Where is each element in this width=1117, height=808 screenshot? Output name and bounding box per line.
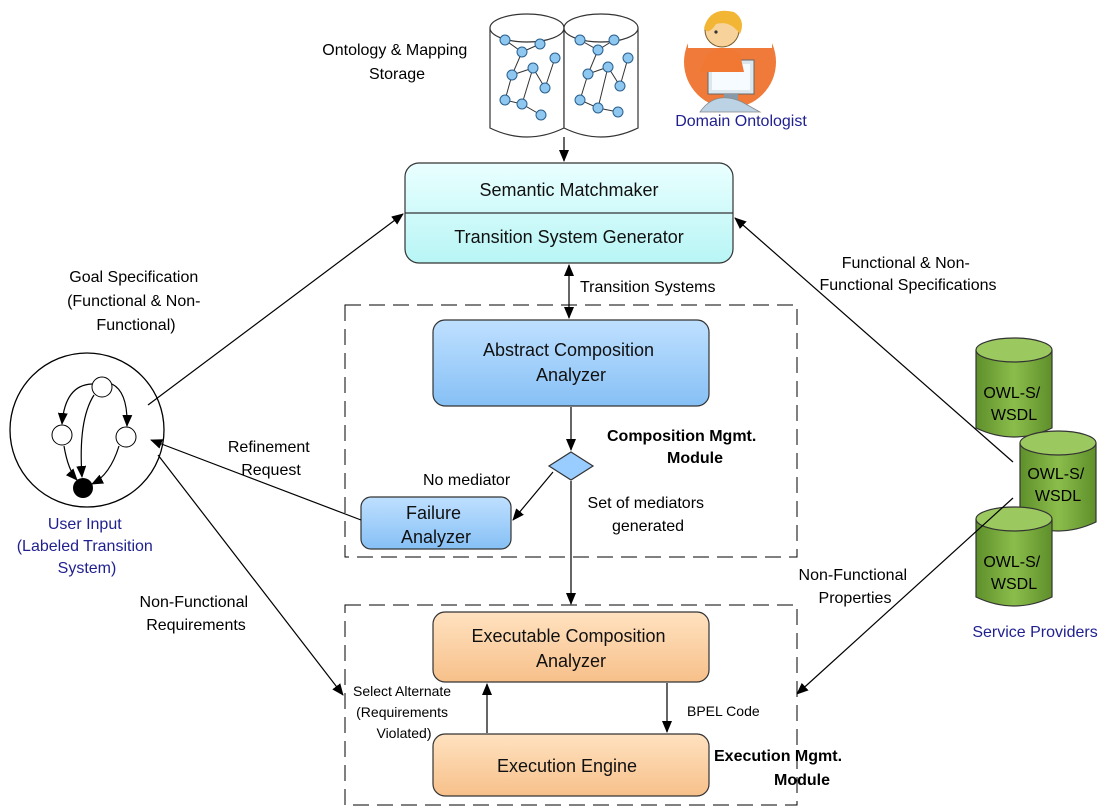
execution-module-frame <box>344 604 798 806</box>
abstract-analyzer-label: Abstract Composition Analyzer <box>483 340 659 385</box>
service-database-2-icon: OWL-S/ WSDL <box>1019 430 1097 532</box>
user-input-label: User Input (Labeled Transition System) <box>17 516 158 577</box>
non-functional-requirements-label: Non-Functional Requirements <box>140 594 253 634</box>
connector-arrows <box>147 137 1014 733</box>
no-mediator-label: No mediator <box>423 472 511 489</box>
non-functional-properties-label: Non-Functional Properties <box>799 567 912 607</box>
service-database-1-icon: OWL-S/ WSDL <box>975 337 1053 438</box>
transition-generator-label: Transition System Generator <box>454 227 683 247</box>
ontology-storage-icon <box>489 13 639 138</box>
select-alternate-label: Select Alternate (Requirements Violated) <box>353 683 455 741</box>
semantic-matchmaker-box: Semantic Matchmaker Transition System Ge… <box>404 162 734 264</box>
domain-ontologist-label: Domain Ontologist <box>675 113 807 130</box>
domain-ontologist-icon <box>684 8 776 113</box>
svg-text:OWL-S/ WSDL: OWL-S/ WSDL <box>1027 466 1088 505</box>
refinement-request-label: Refinement Request <box>228 439 314 479</box>
functional-specs-label: Functional & Non- Functional Specificati… <box>820 255 997 294</box>
abstract-composition-analyzer-box: Abstract Composition Analyzer <box>432 319 710 407</box>
set-of-mediators-label: Set of mediators generated <box>588 495 709 535</box>
execution-module-label: Execution Mgmt. Module <box>714 748 846 789</box>
user-input-lts-icon <box>9 352 165 508</box>
composition-module-label: Composition Mgmt. Module <box>607 428 761 467</box>
ontology-storage-label: Ontology & Mapping Storage <box>322 42 471 83</box>
transition-systems-label: Transition Systems <box>580 279 715 296</box>
failure-analyzer-label: Failure Analyzer <box>401 503 471 547</box>
failure-analyzer-box: Failure Analyzer <box>360 496 512 550</box>
service-database-3-icon: OWL-S/ WSDL <box>975 506 1053 607</box>
goal-specification-label: Goal Specification (Functional & Non- Fu… <box>67 269 205 334</box>
svg-text:OWL-S/ WSDL: OWL-S/ WSDL <box>983 385 1044 424</box>
execution-engine-label: Execution Engine <box>497 756 637 776</box>
semantic-matchmaker-label: Semantic Matchmaker <box>479 180 658 200</box>
service-providers-label: Service Providers <box>972 624 1097 641</box>
executable-composition-analyzer-box: Executable Composition Analyzer <box>432 611 710 683</box>
mediator-decision-diamond <box>547 451 595 481</box>
bpel-code-label: BPEL Code <box>687 703 760 719</box>
executable-analyzer-label: Executable Composition Analyzer <box>471 626 670 671</box>
execution-engine-box: Execution Engine <box>432 733 710 797</box>
svg-text:OWL-S/ WSDL: OWL-S/ WSDL <box>983 554 1044 593</box>
